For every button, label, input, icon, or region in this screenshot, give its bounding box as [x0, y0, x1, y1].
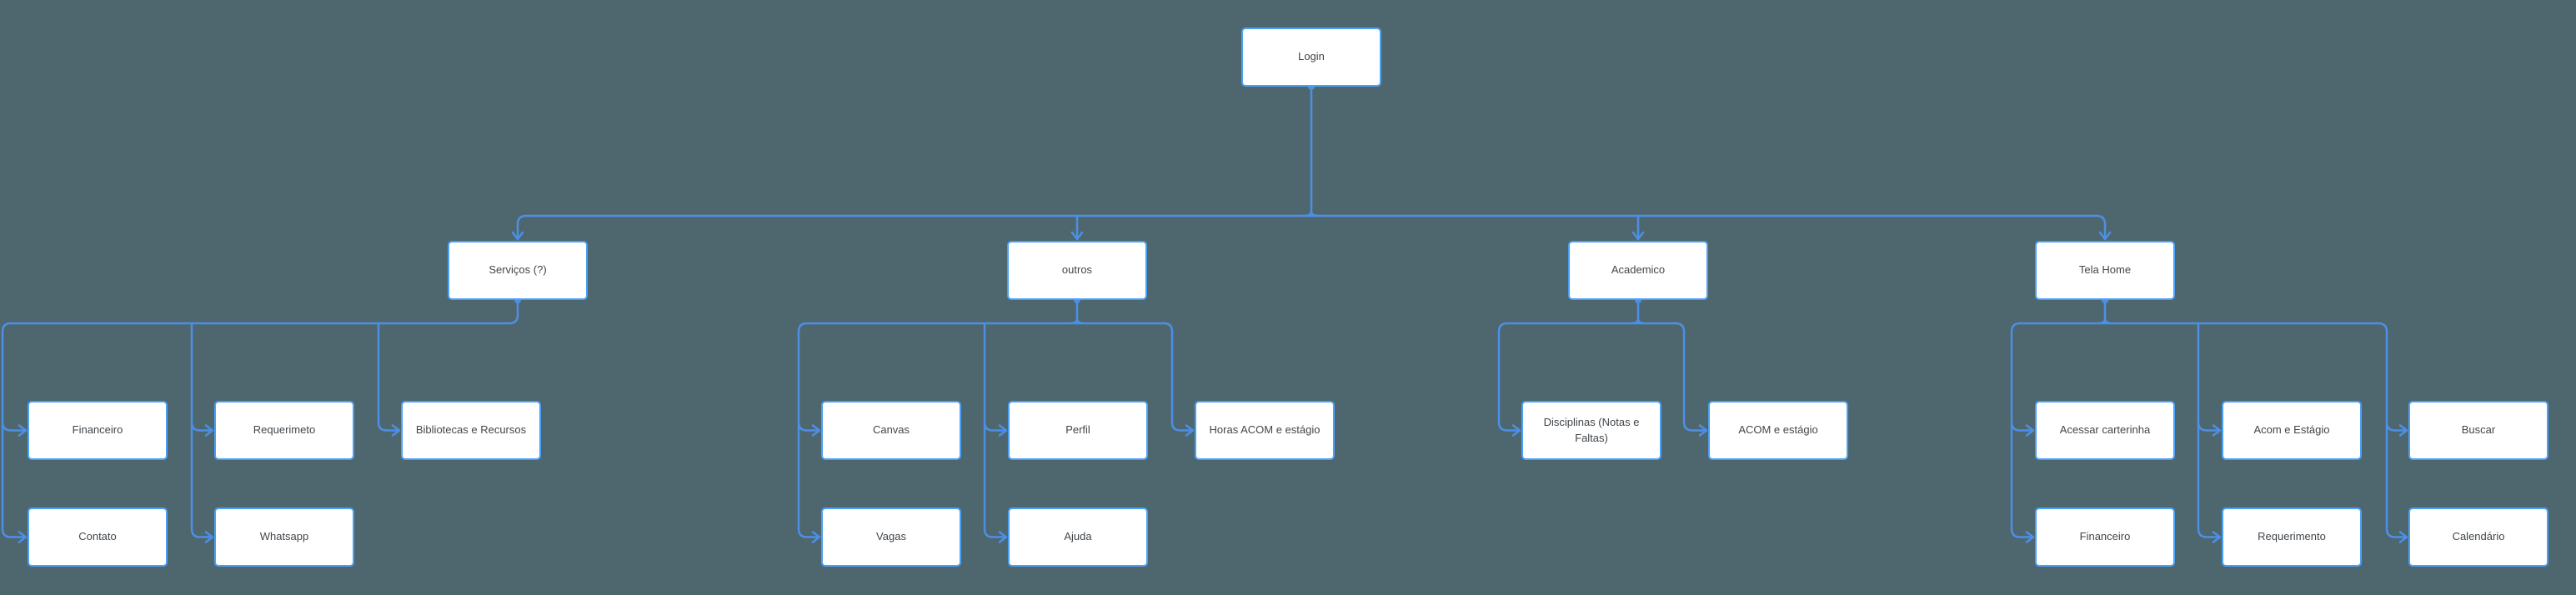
node-contato[interactable]: Contato: [28, 508, 168, 567]
node-outros[interactable]: outros: [1007, 241, 1147, 300]
node-vagas[interactable]: Vagas: [821, 508, 961, 567]
node-label: Acessar carterinha: [2059, 423, 2151, 437]
node-label: Contato: [78, 530, 117, 543]
node-ajuda[interactable]: Ajuda: [1008, 508, 1148, 567]
node-label: Academico: [1611, 263, 1666, 277]
node-tela-home[interactable]: Tela Home: [2035, 241, 2175, 300]
node-acom-e-estagio-tela-home[interactable]: Acom e Estágio: [2222, 401, 2362, 460]
node-label: Financeiro: [72, 423, 123, 437]
node-label: Calendário: [2452, 530, 2505, 543]
node-label: Ajuda: [1064, 530, 1092, 543]
node-label: ACOM e estágio: [1738, 423, 1818, 437]
node-label: Disciplinas (Notas e Faltas): [1543, 415, 1640, 444]
node-label: outros: [1061, 263, 1093, 277]
node-label: Serviços (?): [489, 263, 547, 277]
node-login[interactable]: Login: [1241, 28, 1381, 87]
node-label: Requerimeto: [253, 423, 316, 437]
node-canvas[interactable]: Canvas: [821, 401, 961, 460]
node-label: Perfil: [1065, 423, 1090, 437]
node-label: Whatsapp: [259, 530, 309, 543]
node-label: Horas ACOM e estágio: [1209, 423, 1321, 437]
node-label: Financeiro: [2079, 530, 2131, 543]
node-disciplinas-notas-e-faltas[interactable]: Disciplinas (Notas e Faltas): [1521, 401, 1661, 460]
node-label: Tela Home: [2078, 263, 2132, 277]
node-label: Acom e Estágio: [2253, 423, 2330, 437]
node-requerimeto[interactable]: Requerimeto: [214, 401, 354, 460]
node-horas-acom-e-estagio[interactable]: Horas ACOM e estágio: [1195, 401, 1335, 460]
node-label: Requerimento: [2258, 530, 2326, 543]
node-servicos[interactable]: Serviços (?): [448, 241, 588, 300]
node-academico[interactable]: Academico: [1568, 241, 1708, 300]
node-whatsapp[interactable]: Whatsapp: [214, 508, 354, 567]
node-acom-e-estagio-academico[interactable]: ACOM e estágio: [1708, 401, 1848, 460]
node-acessar-carterinha[interactable]: Acessar carterinha: [2035, 401, 2175, 460]
node-label: Bibliotecas e Recursos: [415, 423, 527, 437]
node-label: Canvas: [872, 423, 910, 437]
node-bibliotecas-e-recursos[interactable]: Bibliotecas e Recursos: [401, 401, 541, 460]
node-calendario[interactable]: Calendário: [2408, 508, 2548, 567]
node-financeiro-tela-home[interactable]: Financeiro: [2035, 508, 2175, 567]
node-label: Login: [1298, 50, 1325, 63]
node-label: Buscar: [2461, 423, 2496, 437]
node-buscar[interactable]: Buscar: [2408, 401, 2548, 460]
node-requerimento[interactable]: Requerimento: [2222, 508, 2362, 567]
node-perfil[interactable]: Perfil: [1008, 401, 1148, 460]
node-label: Vagas: [876, 530, 906, 543]
connector-path: [1, 85, 2408, 543]
node-financeiro-servicos[interactable]: Financeiro: [28, 401, 168, 460]
